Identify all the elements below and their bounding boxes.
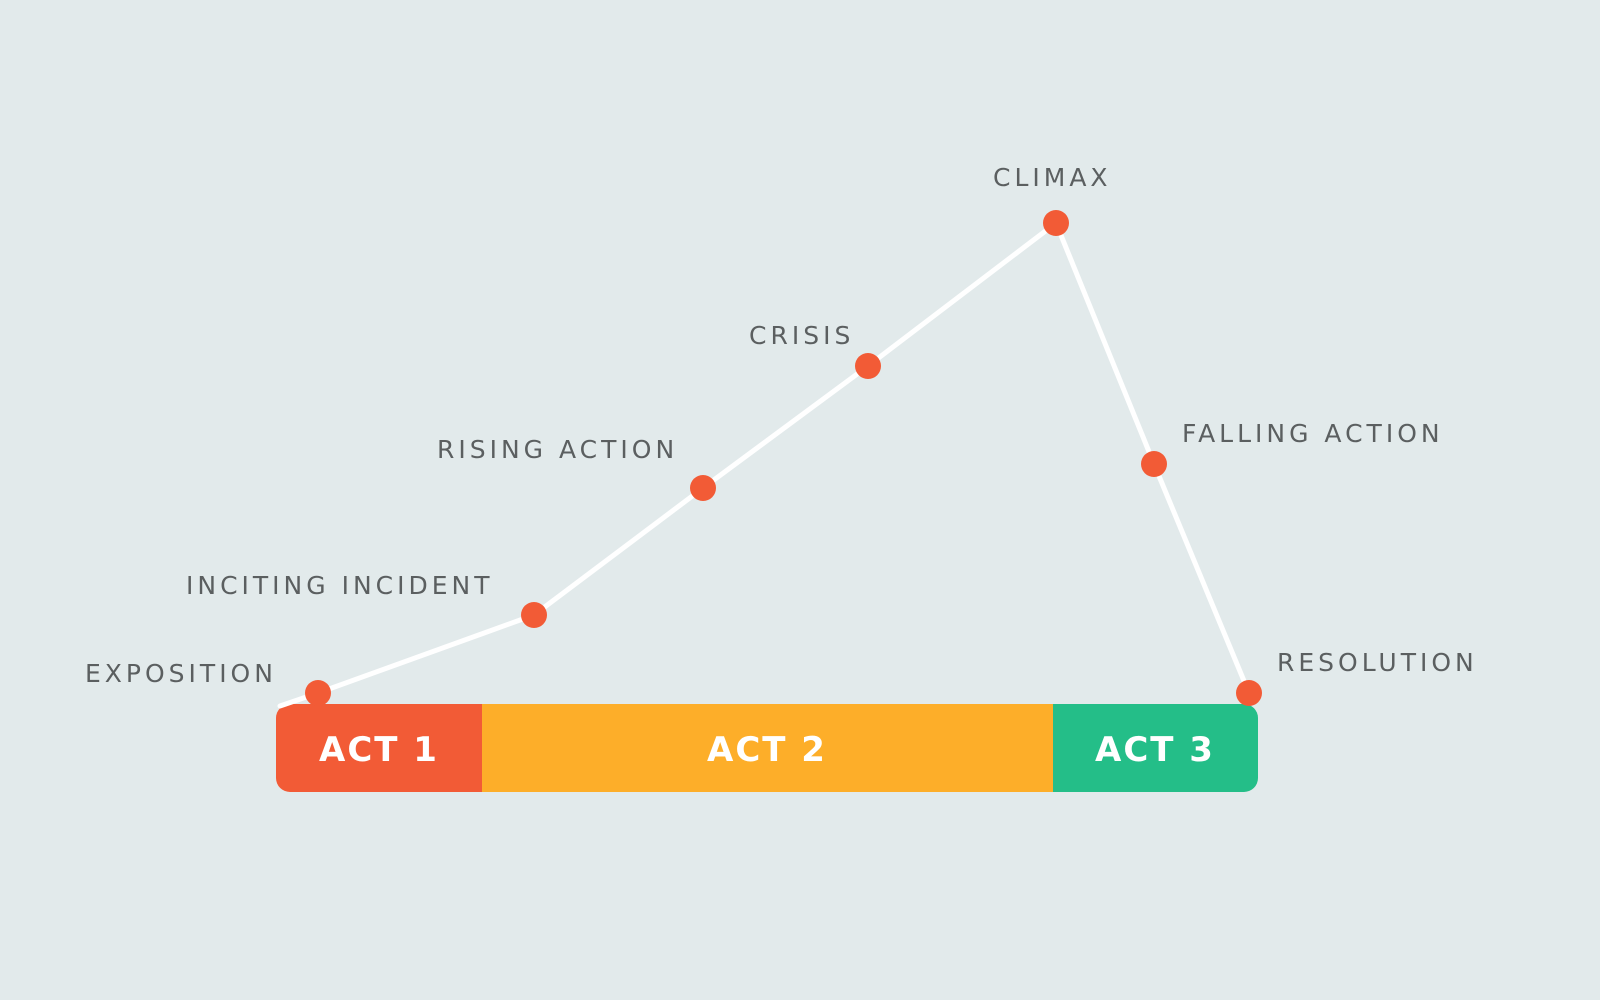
exposition-point xyxy=(305,680,331,706)
act-3-label: ACT 3 xyxy=(1095,730,1215,770)
rising-action-point xyxy=(690,475,716,501)
climax-label: CLIMAX xyxy=(993,163,1112,192)
resolution-label: RESOLUTION xyxy=(1277,648,1478,677)
act-bar xyxy=(276,704,1258,792)
exposition-label: EXPOSITION xyxy=(85,659,277,688)
act-2-label: ACT 2 xyxy=(707,730,827,770)
act-1-label: ACT 1 xyxy=(319,730,439,770)
rising-action-label: RISING ACTION xyxy=(437,435,678,464)
resolution-point xyxy=(1236,680,1262,706)
act-2-segment xyxy=(482,704,1053,792)
act-1-segment xyxy=(276,704,482,792)
plot-line xyxy=(277,220,1252,709)
falling-action-point xyxy=(1141,451,1167,477)
inciting-incident-point xyxy=(521,602,547,628)
crisis-label: CRISIS xyxy=(749,321,854,350)
climax-point xyxy=(1043,210,1069,236)
crisis-point xyxy=(855,353,881,379)
inciting-incident-label: INCITING INCIDENT xyxy=(186,571,494,600)
falling-action-label: FALLING ACTION xyxy=(1182,419,1444,448)
act-3-segment xyxy=(1053,704,1258,792)
